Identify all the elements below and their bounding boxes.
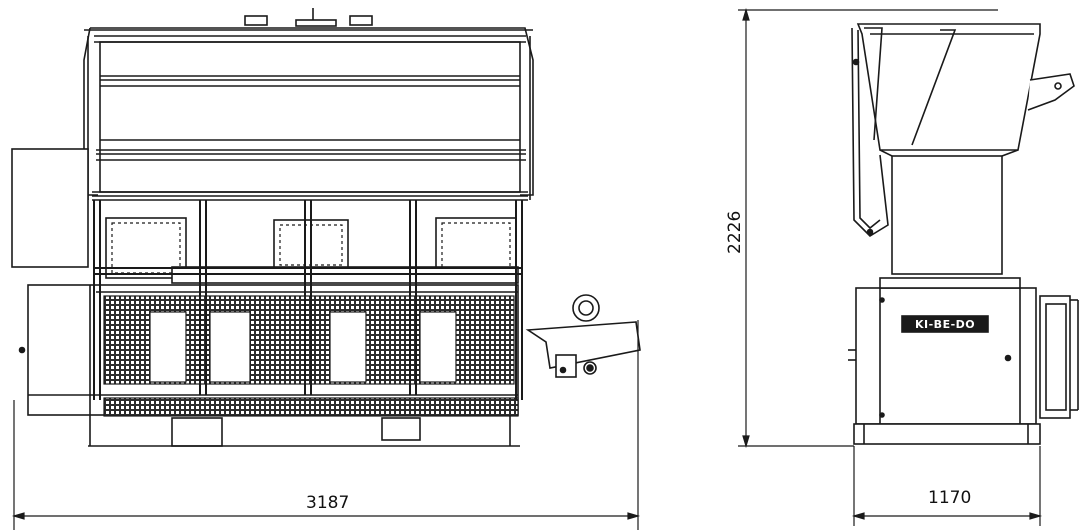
hopper-frame bbox=[83, 27, 534, 201]
side-hopper bbox=[851, 23, 1075, 238]
logo-plate bbox=[901, 315, 989, 333]
depth-dimension bbox=[851, 446, 1043, 526]
side-bolt bbox=[18, 346, 26, 354]
height-dimension bbox=[738, 7, 998, 449]
mesh-guards bbox=[103, 295, 519, 417]
machine-feet bbox=[88, 415, 520, 447]
side-view bbox=[848, 23, 1079, 445]
logo-text: KI-BE-DO bbox=[915, 318, 975, 331]
side-throat bbox=[891, 155, 1003, 275]
safety-rails bbox=[93, 200, 523, 400]
side-cabinet bbox=[848, 277, 1041, 445]
discharge-blower bbox=[525, 294, 641, 378]
control-cabinet bbox=[11, 148, 89, 268]
width-dimension-label: 3187 bbox=[306, 493, 349, 513]
height-dimension-label: 2226 bbox=[725, 211, 745, 254]
side-guard bbox=[1039, 295, 1079, 419]
top-lid-fittings bbox=[244, 8, 373, 27]
depth-dimension-label: 1170 bbox=[928, 488, 971, 508]
front-view bbox=[11, 8, 641, 447]
width-dimension bbox=[11, 320, 641, 530]
